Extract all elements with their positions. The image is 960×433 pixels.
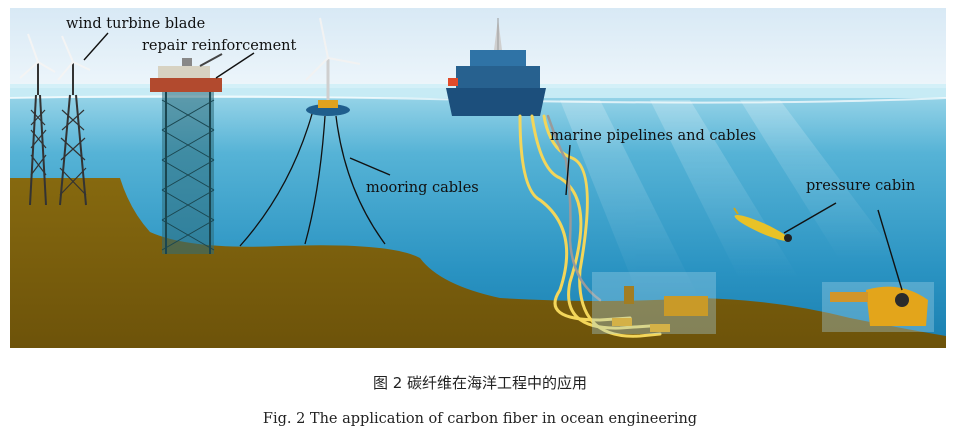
figure-caption-chinese: 图 2 碳纤维在海洋工程中的应用 bbox=[372, 374, 588, 392]
seabed bbox=[10, 178, 946, 348]
figure-caption-english: Fig. 2 The application of carbon fiber i… bbox=[262, 411, 698, 427]
pressure-cabin-submersible bbox=[822, 282, 934, 332]
label-pressure-cabin: pressure cabin bbox=[806, 178, 915, 194]
mooring-cables bbox=[239, 113, 386, 247]
underwater-vehicle bbox=[733, 207, 792, 242]
label-marine-pipelines: marine pipelines and cables bbox=[550, 128, 756, 144]
label-wind-turbine-blade: wind turbine blade bbox=[66, 16, 205, 32]
semi-submersible-rig bbox=[446, 18, 546, 116]
floating-wind-turbine bbox=[305, 17, 361, 116]
wind-turbine-left-1 bbox=[19, 33, 56, 206]
subsea-equipment bbox=[592, 272, 716, 334]
light-rays bbox=[560, 100, 900, 300]
label-mooring-cables: mooring cables bbox=[366, 180, 479, 196]
label-repair-reinforcement: repair reinforcement bbox=[142, 38, 297, 54]
label-leader-lines bbox=[83, 32, 903, 291]
offshore-platform-jacket bbox=[150, 53, 223, 254]
wind-turbine-left-2 bbox=[57, 35, 91, 206]
marine-pipelines bbox=[518, 114, 662, 338]
